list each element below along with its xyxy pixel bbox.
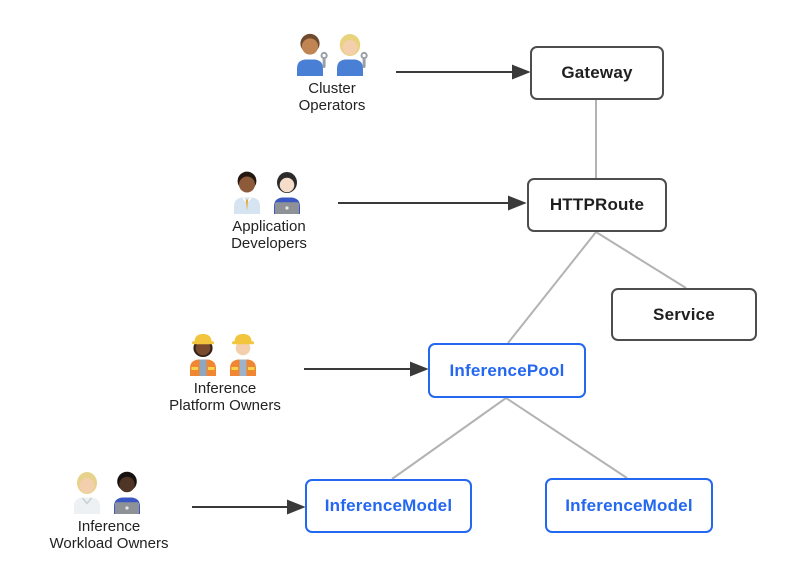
edge-inferencepool-inferencemodel-right xyxy=(505,397,628,479)
persona-cluster-operators-label: Cluster Operators xyxy=(298,80,366,115)
persona-application-developers-label: Application Developers xyxy=(231,218,307,253)
node-httproute-label: HTTPRoute xyxy=(549,195,645,214)
node-gateway-label: Gateway xyxy=(561,63,633,82)
mechanics-emoji-pair-icon xyxy=(297,33,368,76)
node-gateway: Gateway xyxy=(530,46,664,100)
construction-workers-pair-icon xyxy=(190,334,256,376)
man-construction-worker-icon xyxy=(230,334,256,376)
man-mechanic-icon xyxy=(297,33,328,76)
man-office-worker-icon xyxy=(234,171,260,214)
node-inference-model-left: InferenceModel xyxy=(305,479,472,533)
persona-inference-platform-owners: Inference Platform Owners xyxy=(145,330,305,415)
node-httproute: HTTPRoute xyxy=(527,178,667,232)
node-service: Service xyxy=(611,288,757,341)
edge-httproute-service xyxy=(595,231,687,289)
node-inference-model-left-label: InferenceModel xyxy=(324,496,453,515)
arrowhead-httproute xyxy=(508,195,527,211)
arrowhead-inferencepool xyxy=(410,361,429,377)
node-inference-pool-label: InferencePool xyxy=(449,360,565,380)
health-worker-and-technologist-pair-icon xyxy=(74,471,140,514)
health-worker-icon xyxy=(74,472,100,514)
arrowhead-inferencemodel xyxy=(287,499,306,515)
persona-cluster-operators: Cluster Operators xyxy=(262,30,402,115)
node-inference-model-right: InferenceModel xyxy=(545,478,713,533)
edge-httproute-inferencepool xyxy=(507,231,597,344)
node-service-label: Service xyxy=(653,304,715,324)
office-worker-and-technologist-pair-icon xyxy=(234,171,300,214)
node-inference-pool: InferencePool xyxy=(428,343,586,398)
persona-inference-workload-owners-label: Inference Workload Owners xyxy=(49,518,169,553)
persona-inference-platform-owners-label: Inference Platform Owners xyxy=(169,380,281,415)
persona-application-developers: Application Developers xyxy=(199,168,339,253)
persona-inference-workload-owners: Inference Workload Owners xyxy=(29,468,189,553)
woman-technologist-icon xyxy=(274,172,300,214)
woman-mechanic-icon xyxy=(337,34,368,76)
node-inference-model-right-label: InferenceModel xyxy=(565,495,693,515)
edge-inferencepool-inferencemodel-left xyxy=(391,397,507,480)
woman-construction-worker-icon xyxy=(190,334,216,376)
arrowhead-gateway xyxy=(512,64,531,80)
man-technologist-icon xyxy=(114,471,140,514)
